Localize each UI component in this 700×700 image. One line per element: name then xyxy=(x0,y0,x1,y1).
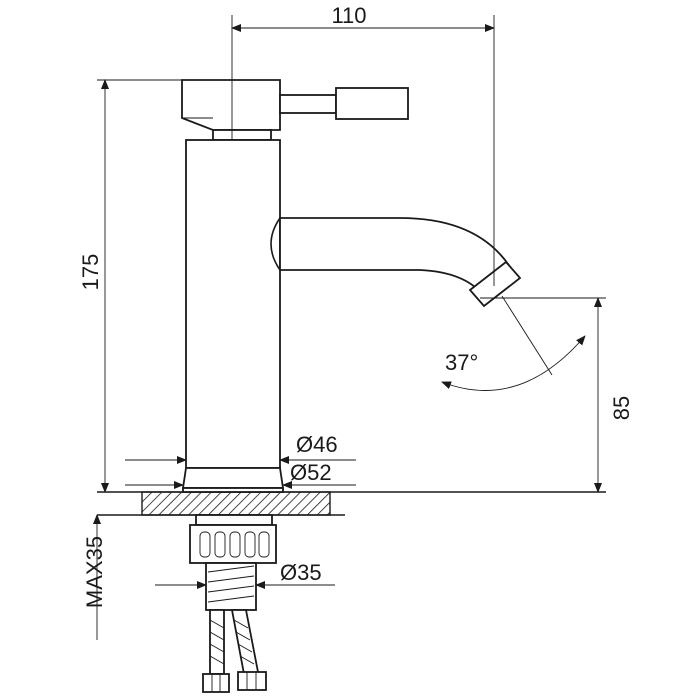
counter-top xyxy=(97,491,606,516)
handle-lever xyxy=(181,79,409,131)
dimension-spout-height: 85 xyxy=(480,297,634,493)
dimension-label-85: 85 xyxy=(609,396,634,420)
dimension-spout-reach: 110 xyxy=(231,3,495,286)
dimension-label-diameter-35: Ø35 xyxy=(280,560,322,585)
dimension-total-height: 175 xyxy=(78,79,182,493)
dimension-spout-angle: 37° xyxy=(441,295,586,391)
dimension-label-37-degrees: 37° xyxy=(445,350,478,375)
mounting-shank xyxy=(189,514,277,611)
spout xyxy=(270,217,522,308)
dimension-max-deck-thickness: MAX35 xyxy=(82,514,107,640)
dimension-shank-diameter: Ø35 xyxy=(155,560,335,589)
supply-hoses xyxy=(202,609,267,693)
faucet-body xyxy=(181,129,285,493)
dimension-label-diameter-46: Ø46 xyxy=(296,432,338,457)
dimension-label-diameter-52: Ø52 xyxy=(290,460,332,485)
dimension-label-175: 175 xyxy=(78,254,103,291)
dimension-label-110: 110 xyxy=(331,3,366,28)
dimension-body-diameters: Ø46 Ø52 xyxy=(125,432,356,489)
dimension-label-max35: MAX35 xyxy=(82,536,107,608)
